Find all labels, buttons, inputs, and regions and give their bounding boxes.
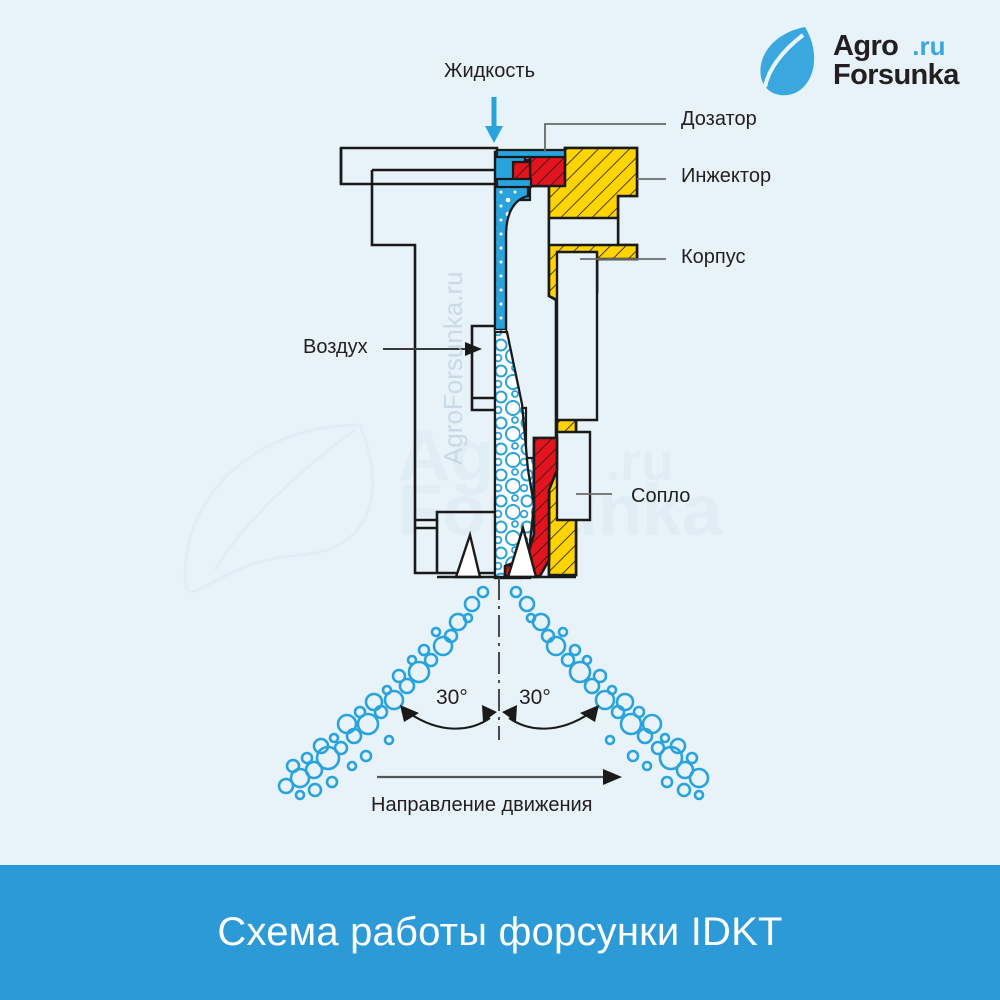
label-body: Корпус — [681, 246, 746, 268]
label-nozzle: Сопло — [631, 485, 691, 507]
leaf-icon — [760, 27, 815, 96]
svg-text:.ru: .ru — [605, 432, 674, 492]
label-injector: Инжектор — [681, 165, 772, 187]
bubble-mixing-column — [493, 328, 543, 580]
logo-line2: Forsunka — [833, 59, 959, 91]
leader-lines — [544, 123, 666, 495]
liquid-arrow — [485, 97, 503, 143]
label-direction: Направление движения — [371, 794, 593, 816]
injector-body-yellow — [499, 146, 639, 577]
angle-arrowheads — [400, 705, 599, 722]
doser-red — [495, 148, 567, 189]
vertical-watermark-text: AgroForsunka.ru — [438, 271, 468, 465]
logo-line1: Agro — [833, 30, 899, 62]
spray-pattern — [277, 585, 710, 801]
logo-domain: .ru — [912, 31, 946, 61]
label-doser: Дозатор — [681, 108, 757, 130]
air-arrow — [383, 342, 482, 356]
label-liquid: Жидкость — [444, 60, 535, 82]
banner-title: Схема работы форсунки IDKT — [217, 910, 783, 954]
label-air: Воздух — [303, 336, 368, 358]
direction-arrow — [377, 769, 622, 785]
bottom-banner: Схема работы форсунки IDKT — [0, 865, 1000, 1000]
angle-arcs — [408, 712, 591, 730]
label-angle-right: 30° — [519, 686, 551, 709]
label-angle-left: 30° — [436, 686, 468, 709]
logo: Agro .ru Forsunka — [755, 22, 990, 100]
